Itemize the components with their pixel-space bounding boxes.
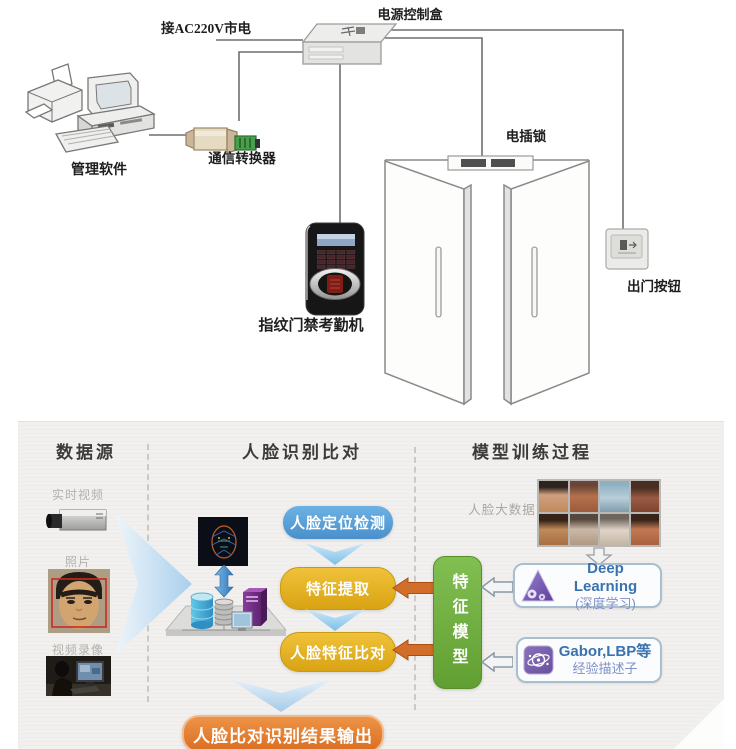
wires: [149, 29, 624, 229]
exit-button-graphic: [605, 228, 649, 270]
double-arrow-vertical: [214, 564, 234, 598]
computer-workstation-graphic: [24, 63, 156, 153]
face-tile: [539, 514, 568, 545]
fingerprint-reader-graphic: [305, 222, 365, 316]
double-doors-graphic: [384, 159, 590, 406]
step-detect-box: 人脸定位检测: [283, 506, 393, 539]
camera-image: [46, 509, 107, 531]
header-recognition: 人脸识别比对: [242, 443, 362, 462]
face-tile: [539, 481, 568, 512]
exit-button-label: 出门按钮: [627, 279, 681, 294]
comm-converter-graphic: [185, 127, 260, 154]
face-tile: [630, 481, 659, 512]
descriptor-subtitle: 经验描述子: [572, 661, 638, 677]
access-control-diagram: [24, 23, 649, 406]
power-control-box-graphic: [301, 23, 398, 65]
arrow-left-outline-icon: [481, 577, 513, 597]
header-training: 模型训练过程: [472, 443, 592, 462]
deep-learning-box: Deep Learning (深度学习): [513, 560, 662, 611]
face-tile: [630, 514, 659, 545]
face-bigdata-label: 人脸大数据: [468, 503, 536, 517]
face-tile: [569, 481, 598, 512]
chevron-down-large-icon: [228, 678, 334, 712]
arrow-left-orange-icon: [392, 639, 434, 661]
step-extract-box: 特征提取: [280, 567, 396, 610]
descriptor-title: Gabor,LBP等: [558, 643, 652, 661]
gabor-lbp-box: Gabor,LBP等 经验描述子: [516, 637, 662, 683]
face-tile: [600, 514, 629, 545]
deep-learning-icon: [521, 568, 555, 601]
face-wireframe-image: [198, 517, 248, 566]
divider-right: [414, 447, 416, 710]
video-record-label: 视频录像: [51, 643, 104, 657]
arrow-left-orange-icon: [392, 577, 434, 599]
face-bigdata-grid-image: [537, 479, 661, 547]
management-software-label: 管理软件: [71, 163, 127, 178]
chevron-down-icon: [305, 609, 365, 631]
arrow-left-outline-icon: [481, 652, 513, 672]
dataflow-arrow-right: [115, 513, 192, 655]
chevron-down-icon: [305, 543, 365, 565]
fingerprint-machine-label: 指纹门禁考勤机: [258, 318, 364, 334]
feature-model-box: 特征模型: [433, 556, 482, 689]
server-platform-graphic: [164, 588, 288, 636]
electric-lock-graphic: [447, 155, 534, 171]
realtime-video-label: 实时视频: [51, 488, 104, 502]
arrow-down-outline-icon: [585, 547, 613, 566]
comm-converter-label: 通信转换器: [208, 151, 276, 166]
result-output-box: 人脸比对识别结果输出: [182, 715, 384, 749]
deep-learning-title: Deep Learning: [573, 559, 638, 595]
electric-lock-label: 电插锁: [505, 129, 547, 144]
face-tile: [569, 514, 598, 545]
photo-label: 照片: [64, 555, 91, 569]
deep-learning-text: Deep Learning (深度学习): [556, 560, 655, 612]
descriptor-text: Gabor,LBP等 经验描述子: [555, 643, 655, 677]
panel-corner-highlight: [660, 700, 724, 749]
video-record-image: [46, 656, 111, 696]
header-data-source: 数据源: [56, 443, 116, 462]
descriptor-icon: [523, 645, 554, 675]
face-tile: [600, 481, 629, 512]
feature-model-label: 特征模型: [449, 572, 467, 673]
face-photo-image: [48, 569, 110, 633]
ac-power-label: 接AC220V市电: [161, 21, 251, 36]
step-compare-box: 人脸特征比对: [280, 632, 396, 672]
deep-learning-subtitle: (深度学习): [575, 595, 636, 611]
power-box-label: 电源控制盒: [377, 7, 443, 22]
